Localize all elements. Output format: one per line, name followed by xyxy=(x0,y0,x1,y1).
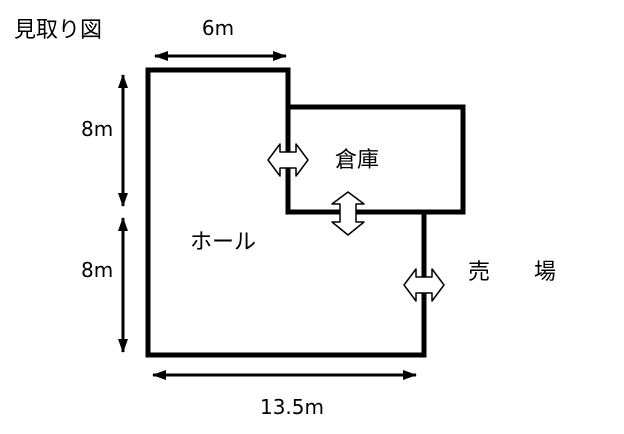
room-label-hall: ホール xyxy=(190,230,256,255)
room-label-sales-floor: 売 場 xyxy=(468,260,556,285)
storage-outline xyxy=(288,104,466,215)
door-arrow-hall-sales xyxy=(403,268,445,302)
door-arrow-hall-storage xyxy=(267,143,309,177)
door-arrow-storage-hall xyxy=(331,191,365,236)
dimension-label-upper-height: 8m xyxy=(81,117,113,141)
dimension-label-lower-height: 8m xyxy=(81,258,113,282)
dimension-label-bottom-width: 13.5m xyxy=(260,395,324,419)
dimension-label-top-width: 6m xyxy=(202,16,234,40)
diagram-title: 見取り図 xyxy=(14,18,102,43)
room-label-storage: 倉庫 xyxy=(335,148,379,173)
